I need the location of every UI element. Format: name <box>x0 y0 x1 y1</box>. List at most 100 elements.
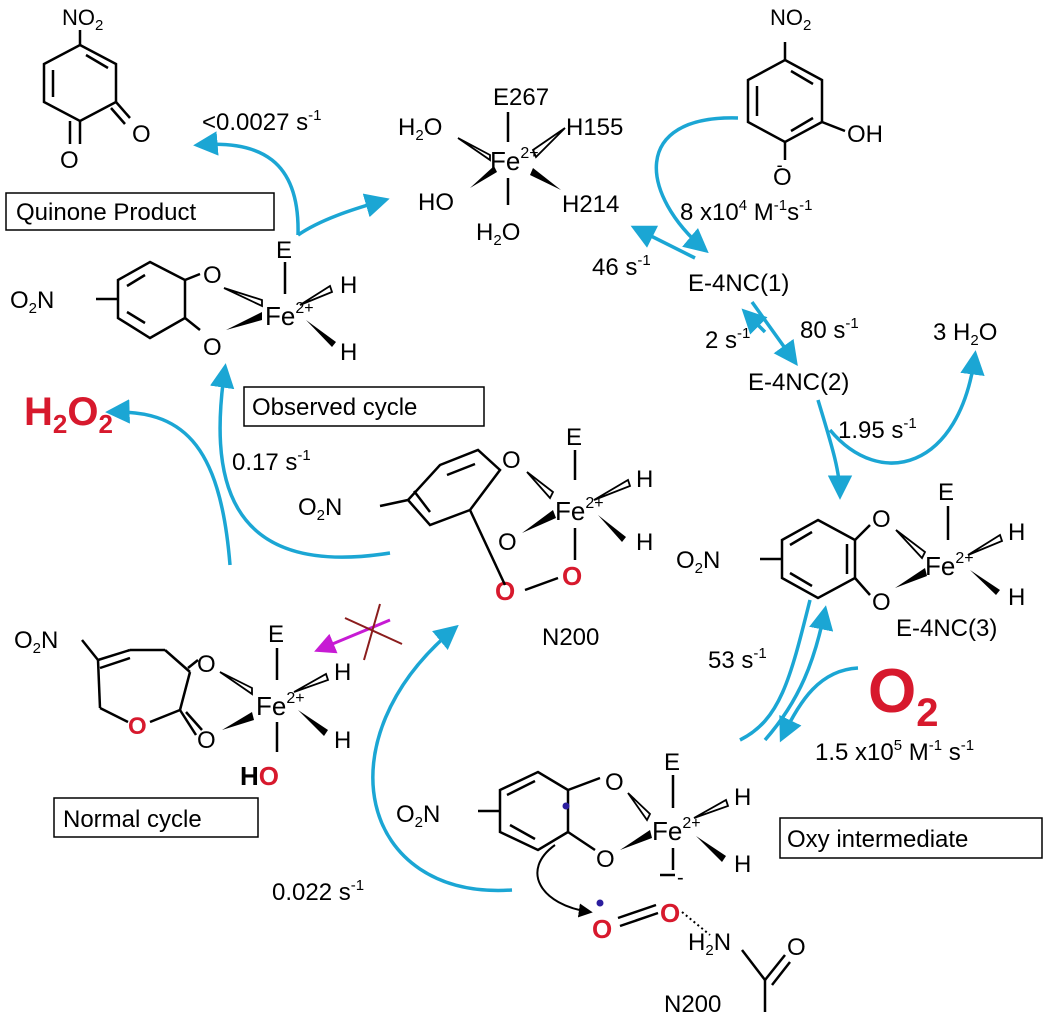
no2-center: O2N <box>298 494 342 524</box>
o-superoxo-2: O <box>592 914 612 944</box>
h155-label: H155 <box>566 114 623 141</box>
o-normal-2: O <box>197 727 216 754</box>
e4nc3-complex: E Fe2+ H H O O O2N <box>676 479 1025 616</box>
rate-water-loss: 1.95 s-1 <box>838 415 917 444</box>
rate-quinone: <0.0027 s-1 <box>202 107 321 136</box>
h-oxy-1: H <box>734 784 751 811</box>
o-minus-oxy: - <box>677 867 684 889</box>
quinone-product-structure: NO2 O O <box>42 5 151 174</box>
rate-step2-forward: 80 s-1 <box>800 315 859 344</box>
e4nc1-label: E-4NC(1) <box>688 270 789 297</box>
alkylperoxo-complex: E Fe2+ H H O O O O O2N <box>298 424 653 606</box>
o-center-top: O <box>502 447 521 474</box>
fe-observed: Fe2+ <box>265 300 314 331</box>
h-center-2: H <box>636 529 653 556</box>
e-label-center: E <box>566 424 582 451</box>
h214-label: H214 <box>562 191 619 218</box>
observed-cycle-box <box>243 386 485 427</box>
e-label-right: E <box>938 479 954 506</box>
o-observed-2: O <box>203 334 222 361</box>
arrow-step2-reverse <box>741 308 768 335</box>
rate-observed: 0.17 s-1 <box>232 447 311 476</box>
fe-resting: Fe2+ <box>490 145 539 176</box>
e-label-oxy: E <box>664 749 680 776</box>
normal-cycle-complex: E Fe2+ H H O O HO O O2N <box>14 621 351 791</box>
fe-right: Fe2+ <box>925 550 974 581</box>
e-label-observed: E <box>276 237 292 264</box>
no2-normal: O2N <box>14 627 58 657</box>
arrow-o2-forward <box>779 666 859 743</box>
quinone-product-label: Quinone Product <box>16 199 196 226</box>
svg-text:NO2: NO2 <box>62 5 103 34</box>
e4nc3-label: E-4NC(3) <box>896 615 997 642</box>
radical-dot-oxygen <box>596 899 604 907</box>
arrow-to-h2o2 <box>105 399 232 566</box>
nh2-label: H2N <box>688 929 731 959</box>
o-peroxo-2: O <box>495 576 515 606</box>
arrow-to-e4nc3 <box>816 399 853 500</box>
arrow-binding-forward <box>654 116 739 254</box>
no2-sub: 2 <box>95 17 103 34</box>
oxy-intermediate-box <box>779 817 1043 859</box>
resting-fe-complex: E267 Fe2+ H2O H155 HO H214 H2O <box>398 84 623 249</box>
quinone-o2: O <box>60 147 79 174</box>
o-ring-normal: O <box>128 713 147 740</box>
h-right-2: H <box>1008 584 1025 611</box>
arrow-to-resting <box>297 193 390 237</box>
o-peroxo-1: O <box>562 561 582 591</box>
o-right-1: O <box>872 506 891 533</box>
e4nc2-label: E-4NC(2) <box>748 369 849 396</box>
normal-cycle-label: Normal cycle <box>63 806 202 833</box>
n200-amide: H2N O <box>688 929 806 1012</box>
h-normal-1: H <box>334 659 351 686</box>
no2-top-right: NO2 <box>770 5 811 34</box>
radical-dot-ring <box>562 802 570 810</box>
normal-cycle-box <box>53 797 259 838</box>
h-observed-1: H <box>340 272 357 299</box>
reaction-arrows <box>105 116 985 893</box>
n200-bottom-label: N200 <box>664 991 721 1018</box>
o-observed-1: O <box>203 262 222 289</box>
oxy-intermediate-complex: E Fe2+ H H O O - O O O2N <box>396 749 751 944</box>
arrow-o2-line <box>739 599 812 742</box>
fe-center: Fe2+ <box>555 495 604 526</box>
o-superoxo-1: O <box>660 898 680 928</box>
fe-oxy: Fe2+ <box>652 815 701 846</box>
rate-binding-forward: 8 x104 M-1s-1 <box>680 197 812 226</box>
arrow-to-quinone <box>193 131 300 236</box>
o-oxy-2: O <box>596 846 615 873</box>
o-minus-label: O- <box>773 155 792 191</box>
rate-o2-forward: 1.5 x105 M-1 s-1 <box>815 737 974 766</box>
o-oxy-1: O <box>605 769 624 796</box>
quinone-o1: O <box>132 121 151 148</box>
fe-normal: Fe2+ <box>256 690 305 721</box>
h-oxy-2: H <box>734 851 751 878</box>
ho-label: HO <box>418 189 454 216</box>
h-right-1: H <box>1008 519 1025 546</box>
o-center-mid: O <box>498 529 517 556</box>
o-right-2: O <box>872 589 891 616</box>
quinone-product-box <box>5 192 275 231</box>
arrow-oxy-to-alkylperoxo <box>371 624 513 893</box>
nitrocatechol-structure: NO2 OH O- <box>746 5 883 191</box>
arrow-step2-forward <box>750 300 798 366</box>
oxy-intermediate-label: Oxy intermediate <box>787 826 968 853</box>
h-normal-2: H <box>334 727 351 754</box>
o-normal-1: O <box>197 651 216 678</box>
no2-oxy: O2N <box>396 801 440 831</box>
e-label-normal: E <box>268 621 284 648</box>
h2o2-label: H2O2 <box>24 390 113 439</box>
oh-label: OH <box>847 121 883 148</box>
three-water-label: 3 H2O <box>933 319 997 349</box>
no2-n: NO <box>62 5 95 30</box>
observed-cycle-label: Observed cycle <box>252 394 417 421</box>
n200-center-label: N200 <box>542 624 599 651</box>
no2-observed: O2N <box>10 287 54 317</box>
arrow-to-water <box>828 350 985 465</box>
h2o-top: H2O <box>398 114 442 144</box>
no2-right: O2N <box>676 547 720 577</box>
rate-o2-reverse: 53 s-1 <box>708 645 767 674</box>
arrow-to-observed <box>210 363 391 559</box>
arrow-o2-reverse <box>763 605 834 742</box>
rate-binding-reverse: 46 s-1 <box>592 252 651 281</box>
